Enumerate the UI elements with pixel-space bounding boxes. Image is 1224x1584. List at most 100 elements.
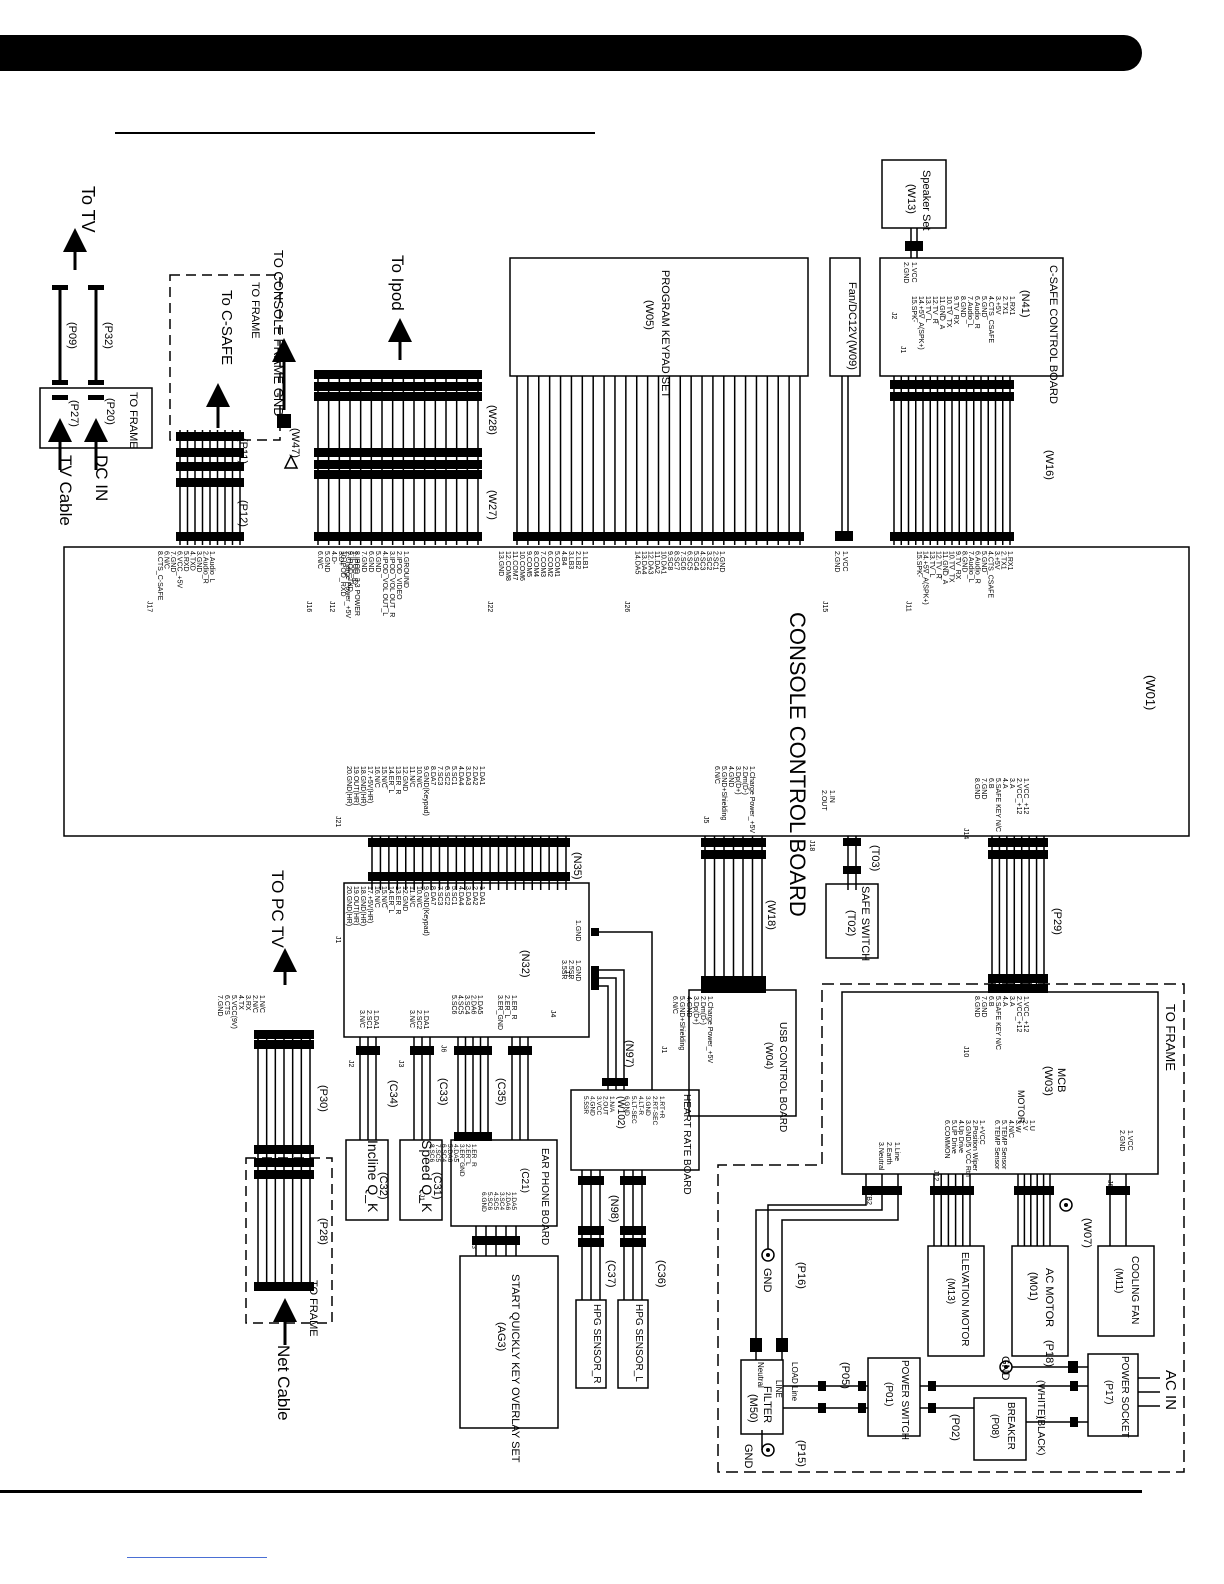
white-label: (WHITE) <box>1035 1380 1046 1419</box>
pin-label: 1.RX1 <box>1006 551 1013 571</box>
connector-name: J26 <box>623 601 630 612</box>
pin-label: 9.IPOD_TXD <box>346 551 353 592</box>
connector-name: J1 <box>334 936 341 944</box>
connector-name: J12 <box>328 601 335 612</box>
pin-label: 9.SC8 <box>666 551 673 571</box>
connector-bar <box>890 380 1014 389</box>
pin-label: 5.SC1 <box>450 766 457 786</box>
c35-label: (C35) <box>495 1078 507 1106</box>
connector-bar <box>254 1145 314 1154</box>
pin-label: 1.U <box>1028 1120 1035 1131</box>
pin-label: 1.VCC <box>910 262 917 283</box>
pin-label: 1.GROUND <box>402 551 409 588</box>
elevation-motor-id: (M13) <box>945 1278 956 1304</box>
console-board-id: (W01) <box>1143 675 1158 710</box>
connector-name: J2 <box>890 312 897 320</box>
connector-bar <box>176 462 244 471</box>
pin-label: 4.DA4 <box>457 886 464 906</box>
pin-label: 3.LB3 <box>567 551 574 569</box>
connector-bar <box>620 1238 646 1247</box>
pin-label: 4.A <box>1001 778 1008 789</box>
pin-label: 5.SC1 <box>450 886 457 906</box>
n32-board: (N32) 1.DA12.DA23.DA34.DA45.SC16.SC27.SC… <box>334 882 599 1068</box>
hpg-l-label: HPG SENSOR_L <box>633 1304 644 1382</box>
connector-name: J2 <box>347 1060 354 1068</box>
pin-label: 7.SC3 <box>436 766 443 786</box>
heart-rate-board: HEART RATE BOARD (W102) 1.N/A2.OUT3.VCC4… <box>570 931 700 1389</box>
connector-bar <box>701 984 766 993</box>
pin-label: 1.DA5 <box>476 995 483 1015</box>
connector-name: J4 <box>549 1010 556 1018</box>
connector-name: J15 <box>821 601 828 612</box>
pin-label: 8.GND <box>973 778 980 799</box>
footer-link-underline <box>127 1557 267 1558</box>
pin-label: 1.IN <box>828 790 835 803</box>
pin-label: 10.TV_TX <box>948 551 955 583</box>
connector-name: J21 <box>334 816 341 827</box>
connector-bar <box>368 872 570 881</box>
csafe-frame-label: TO FRAME <box>249 282 261 339</box>
w07-label: (W07) <box>1081 1218 1093 1248</box>
header-bar <box>0 35 1142 71</box>
csafe-control-board: C-SAFE CONTROL BOARD (N41) 1.VCC2.GNDJ2 … <box>879 257 1064 545</box>
pin-label: 9.GND(Keypad) <box>422 886 429 936</box>
black-label: (BLACK) <box>1035 1416 1046 1455</box>
connector-bar <box>454 1046 492 1055</box>
n32-label: (N32) <box>519 950 531 978</box>
power-switch-title: POWER SWITCH <box>899 1360 910 1440</box>
connector-bar <box>472 1236 520 1245</box>
tv-cable-label: TV Cable <box>56 455 75 526</box>
pin-label: 3.A <box>1008 778 1015 789</box>
pin-label: 1.IPOD_ID <box>351 551 358 585</box>
pin-label: 8.SC6 <box>428 1144 435 1162</box>
pin-label: 10.COM6 <box>518 551 525 581</box>
pin-label: 5.SC6 <box>486 1192 493 1210</box>
pin-label: 5.GND <box>980 296 987 317</box>
p28-label: (P28) <box>317 1218 329 1245</box>
pin-label: 18.GND(HR) <box>359 886 366 926</box>
pin-label: 4.TX <box>237 995 244 1010</box>
pin-label: 4.Up Drive <box>957 1120 964 1153</box>
connector-name: J1 <box>899 346 906 354</box>
usb-section: (W18) USB CONTROL BOARD (W04) 1.Charge P… <box>660 836 797 1132</box>
pin-label: 11.DA2 <box>653 551 660 574</box>
connector-bar <box>930 1186 974 1195</box>
pin-label: 7.GND <box>169 551 176 572</box>
pin-label: 16.N/C <box>373 766 380 788</box>
pin-label: 7.GND <box>980 996 987 1017</box>
pin-label: 7.COM3 <box>539 551 546 577</box>
connector-bar <box>1014 1186 1054 1195</box>
connector-name: J10 <box>962 1046 969 1057</box>
filter-neutral: Neutral <box>756 1362 765 1388</box>
pin-label: 8.IPOD_3.3 POWER <box>353 551 360 616</box>
pin-label: 2.DA6 <box>504 1192 511 1210</box>
connector-bar <box>314 470 482 479</box>
pin-label: 3.RX <box>244 995 251 1011</box>
connector-bar <box>578 1238 604 1247</box>
c33-label: (C33) <box>437 1078 449 1106</box>
connector-bar <box>578 1176 604 1185</box>
pin-label: 5.GND+Shielding <box>720 766 727 820</box>
pin-label: 1.GND <box>574 960 581 981</box>
pin-label: 8.GND <box>961 551 968 572</box>
safe-switch-id: (T02) <box>845 910 857 936</box>
csafe-id: (N41) <box>1019 290 1031 318</box>
t03-label: (T03) <box>869 845 881 871</box>
pin-label: 3.Dp(D+) <box>734 766 741 795</box>
pin-label: 8.GND <box>973 996 980 1017</box>
pin-label: 3.Neutral <box>877 1142 884 1171</box>
pin-label: 2.SC2 <box>415 1010 422 1030</box>
pin-label: 8.GND <box>959 296 966 317</box>
pin-label: 14.ER_L <box>387 766 394 793</box>
pin-label: 16.N/C <box>373 886 380 908</box>
pin-label: 1.DA5 <box>510 1192 517 1210</box>
pin-label: 1.DA1 <box>478 886 485 906</box>
pin-label: 2.N/C <box>251 995 258 1013</box>
pin-label: 4.GND <box>685 996 692 1017</box>
pin-label: 6.Audio_R <box>974 551 981 584</box>
pin-label: 2.Earth <box>885 1142 892 1165</box>
pin-label: 5.DA6 <box>446 1144 453 1162</box>
pin-label: 6.B <box>987 778 994 789</box>
pin-label: 5.GND <box>980 551 987 572</box>
connector-bar <box>513 532 804 541</box>
